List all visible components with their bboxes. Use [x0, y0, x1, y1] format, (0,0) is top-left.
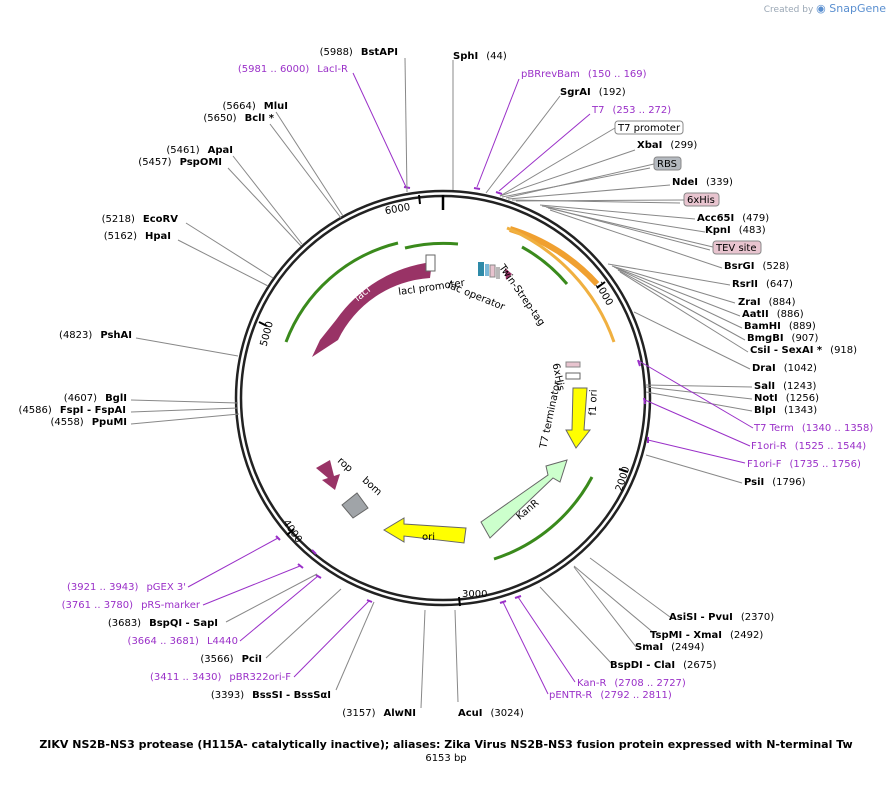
plasmid-length: 6153 bp [425, 753, 467, 764]
svg-text:SalI(1243): SalI(1243) [754, 381, 816, 392]
snapgene-logo: ◉ SnapGene [816, 2, 886, 15]
svg-text:BamHI(889): BamHI(889) [744, 321, 816, 332]
backbone-outer [234, 189, 652, 607]
svg-text:DraI(1042): DraI(1042) [752, 363, 817, 374]
tick-6000: 6000 [384, 202, 411, 217]
svg-text:F1ori-R(1525 .. 1544): F1ori-R(1525 .. 1544) [751, 441, 866, 452]
left-leaders [130, 57, 426, 709]
svg-text:BsrGI(528): BsrGI(528) [724, 261, 789, 272]
svg-text:SmaI(2494): SmaI(2494) [635, 642, 704, 653]
svg-text:(4607)BglI: (4607)BglI [64, 393, 127, 404]
svg-text:PsiI(1796): PsiI(1796) [744, 477, 806, 488]
rbs-box [653, 156, 682, 171]
tev-site-label: TEV site [715, 243, 757, 254]
bom-box [341, 492, 369, 519]
svg-text:Kan-R(2708 .. 2727): Kan-R(2708 .. 2727) [577, 678, 686, 689]
boxed-feature-labels: T7 promoter RBS 6xHis TEV site [499, 120, 762, 255]
svg-text:SgrAI(192): SgrAI(192) [560, 87, 626, 98]
tev-site-box [712, 240, 762, 255]
rop-arrow [316, 460, 340, 490]
svg-text:(5650)BclI *: (5650)BclI * [203, 113, 274, 124]
his6-box-label: 6xHis [687, 195, 715, 206]
ori-arrow [383, 517, 467, 544]
svg-text:(5981 .. 6000)LacI-R: (5981 .. 6000)LacI-R [238, 64, 348, 75]
svg-text:(3683)BspQI - SapI: (3683)BspQI - SapI [108, 618, 218, 629]
snapgene-branding: Created by ◉ SnapGene [764, 2, 886, 15]
svg-text:(4823)PshAI: (4823)PshAI [59, 330, 132, 341]
svg-text:ZraI(884): ZraI(884) [738, 297, 796, 308]
left-site-labels: (5988)BstAPI (5664)MluI (5650)BclI * (54… [19, 47, 416, 719]
svg-text:(3411 .. 3430)pBR322ori-F: (3411 .. 3430)pBR322ori-F [150, 672, 291, 683]
svg-text:AcuI(3024): AcuI(3024) [458, 708, 524, 719]
svg-text:(3761 .. 3780)pRS-marker: (3761 .. 3780)pRS-marker [62, 600, 201, 611]
tick-5000: 5000 [259, 320, 276, 347]
orf-green-2 [404, 241, 459, 250]
svg-text:AsiSI - PvuI(2370): AsiSI - PvuI(2370) [669, 612, 774, 623]
svg-text:(3664 .. 3681)L4440: (3664 .. 3681)L4440 [128, 636, 238, 647]
svg-text:NdeI(339): NdeI(339) [672, 177, 733, 188]
svg-text:pENTR-R(2792 .. 2811): pENTR-R(2792 .. 2811) [549, 690, 672, 701]
his6-inner-box [565, 361, 581, 368]
svg-text:(5457)PspOMI: (5457)PspOMI [138, 157, 222, 168]
promoter-cluster [478, 262, 512, 280]
svg-text:(4586)FspI - FspAI: (4586)FspI - FspAI [19, 405, 126, 416]
bom-label: bom [360, 475, 384, 498]
svg-text:CsiI - SexAI *(918): CsiI - SexAI *(918) [750, 345, 857, 356]
svg-text:RsrII(647): RsrII(647) [732, 279, 793, 290]
svg-text:BlpI(1343): BlpI(1343) [754, 405, 817, 416]
svg-text:AatII(886): AatII(886) [742, 309, 804, 320]
map-caption: ZIKV NS2B-NS3 protease (H115A- catalytic… [39, 738, 853, 751]
right-site-labels: SphI(44) SgrAI(192) XbaI(299) NdeI(339) … [453, 51, 857, 719]
twin-strep-label: Twin-Strep-tag [496, 262, 547, 328]
right-leaders [452, 60, 753, 703]
laci-promoter-box [425, 254, 436, 272]
f1-ori-arrow [565, 387, 592, 449]
svg-text:(5988)BstAPI: (5988)BstAPI [320, 47, 398, 58]
svg-text:KpnI(483): KpnI(483) [705, 225, 766, 236]
primer-labels: (5981 .. 6000)LacI-R pBRrevBam(150 .. 16… [62, 64, 874, 701]
ori-label: ori [422, 532, 435, 543]
orf-green-3 [284, 241, 399, 343]
t7-terminator-label: T7 terminator [538, 379, 563, 450]
kanr-arrow [480, 459, 568, 539]
laci-arrow [312, 262, 432, 357]
svg-text:XbaI(299): XbaI(299) [637, 140, 697, 151]
svg-text:T7 Term(1340 .. 1358): T7 Term(1340 .. 1358) [753, 423, 873, 434]
tick-marks [258, 194, 629, 607]
t7-promoter-box [614, 120, 684, 135]
f1-ori-label: f1 ori [588, 389, 600, 415]
svg-text:(3393)BssSI - BssSαI: (3393)BssSI - BssSαI [211, 690, 331, 701]
primer-leaders [187, 72, 754, 695]
t7-terminator-box [565, 372, 581, 380]
svg-text:(5664)MluI: (5664)MluI [223, 101, 288, 112]
svg-text:pBRrevBam(150 .. 169): pBRrevBam(150 .. 169) [521, 69, 647, 80]
created-by-text: Created by [763, 5, 814, 15]
svg-text:Acc65I(479): Acc65I(479) [697, 213, 769, 224]
svg-text:(3566)PciI: (3566)PciI [200, 654, 262, 665]
t7-promoter-label: T7 promoter [617, 123, 681, 134]
his6-box [683, 192, 720, 207]
svg-text:SphI(44): SphI(44) [453, 51, 507, 62]
svg-text:(4558)PpuMI: (4558)PpuMI [50, 417, 127, 428]
orf-green-4 [493, 476, 594, 561]
orf-green-1 [521, 245, 569, 285]
svg-text:(5162)HpaI: (5162)HpaI [104, 231, 171, 242]
svg-text:BspDI - ClaI(2675): BspDI - ClaI(2675) [610, 660, 716, 671]
svg-text:T7(253 .. 272): T7(253 .. 272) [591, 105, 671, 116]
svg-text:(3157)AlwNI: (3157)AlwNI [342, 708, 416, 719]
orf-orange-head [506, 226, 616, 343]
svg-text:(5218)EcoRV: (5218)EcoRV [102, 214, 179, 225]
svg-text:NotI(1256): NotI(1256) [754, 393, 819, 404]
lac-operator-label: lac operator [446, 280, 507, 313]
svg-text:TspMI - XmaI(2492): TspMI - XmaI(2492) [650, 630, 763, 641]
svg-text:(5461)ApaI: (5461)ApaI [166, 145, 233, 156]
rop-label: rop [335, 456, 355, 475]
rbs-label: RBS [657, 159, 677, 170]
svg-text:BmgBI(907): BmgBI(907) [747, 333, 819, 344]
svg-text:(3921 .. 3943)pGEX 3': (3921 .. 3943)pGEX 3' [67, 582, 186, 593]
svg-text:F1ori-F(1735 .. 1756): F1ori-F(1735 .. 1756) [747, 459, 861, 470]
tick-3000: 3000 [462, 589, 487, 600]
